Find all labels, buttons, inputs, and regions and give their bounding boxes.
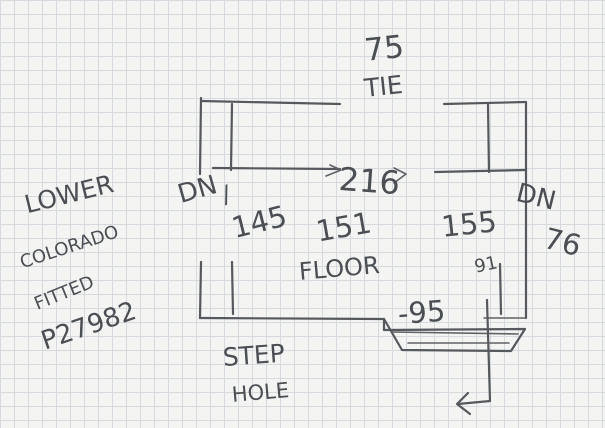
- width-arrow-right: [393, 167, 407, 184]
- right-inner-wall-lower: [498, 262, 503, 316]
- left-inner-wall-lower: [230, 260, 235, 316]
- right-down-bottom: 76: [540, 221, 585, 264]
- right-top-wall: [442, 100, 528, 106]
- step-hole-outline: [382, 317, 527, 353]
- right-height: 155: [439, 204, 499, 244]
- width-arrow-left: [325, 164, 342, 177]
- width-dimension: 216: [337, 160, 402, 203]
- floor-label: FLOOR: [297, 250, 381, 286]
- top-word: TIE: [362, 69, 405, 103]
- step-arrow-head: [455, 391, 472, 416]
- bottom-wall: [198, 316, 386, 321]
- right-bottom-wall-upper: [433, 168, 528, 174]
- step-dimension: -95: [396, 293, 447, 331]
- top-dimension: 75: [362, 28, 406, 69]
- step-hole-inner-line: [391, 331, 519, 335]
- left-top-wall: [199, 99, 342, 106]
- step-label-line1: STEP: [221, 338, 286, 372]
- left-inner-wall-upper: [229, 102, 234, 172]
- step-arrow-shaft: [456, 298, 492, 406]
- right-inner-wall-upper: [486, 102, 491, 174]
- left-outer-wall-lower: [198, 260, 203, 320]
- left-outer-wall-upper: [198, 96, 203, 176]
- left-bottom-wall: [211, 166, 342, 171]
- small-note: 91: [472, 252, 500, 278]
- step-label-line2: HOLE: [230, 378, 290, 407]
